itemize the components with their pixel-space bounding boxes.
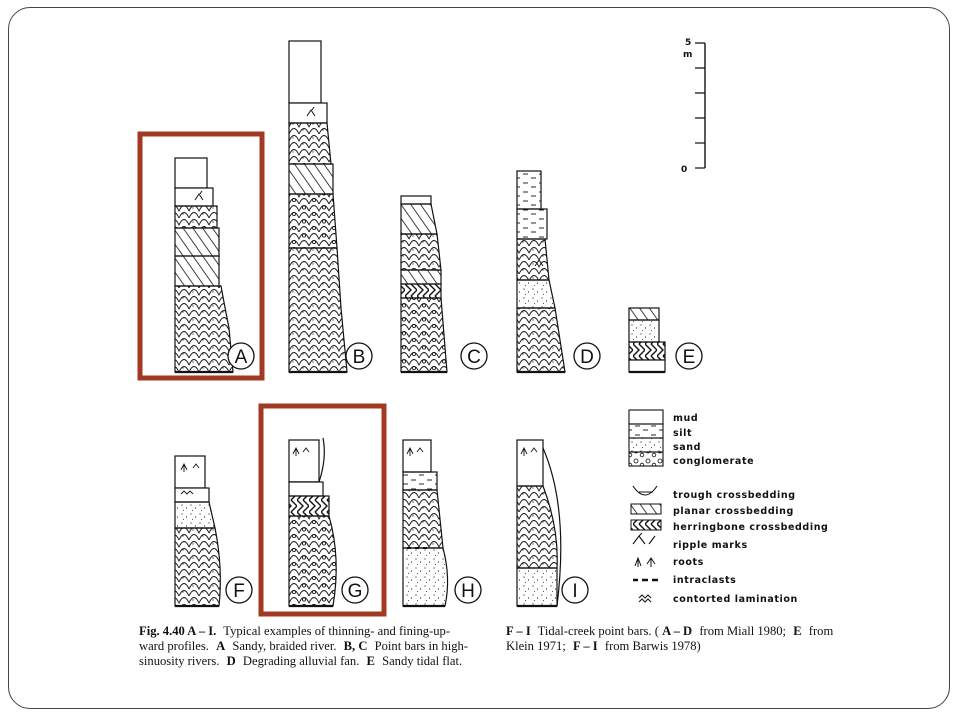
- scale-bar: 5 m 0: [681, 38, 706, 175]
- profile-label-f: F: [233, 581, 245, 602]
- legend-herringbone: herringbone crossbedding: [673, 522, 828, 533]
- legend-roots: roots: [673, 557, 704, 568]
- ripple-icon: [632, 532, 656, 545]
- legend-planar: planar crossbedding: [673, 506, 794, 517]
- caption-left-line-3: sinuosity rivers. D Degrading alluvial f…: [139, 654, 462, 668]
- scale-unit-label: m: [683, 50, 692, 60]
- legend-ripple: ripple marks: [673, 540, 748, 551]
- profile-label-i: I: [572, 581, 577, 602]
- caption-left-line-1: Fig. 4.40 A – I. Typical examples of thi…: [139, 624, 450, 638]
- roots-icon: [634, 556, 656, 567]
- legend-intraclasts: intraclasts: [673, 575, 736, 586]
- scale-bottom-label: 0: [681, 165, 687, 175]
- profile-label-a-group: A: [227, 342, 255, 370]
- trough-icon: [632, 485, 658, 496]
- slide-frame: A B C D: [8, 7, 950, 709]
- legend-conglomerate: conglomerate: [673, 456, 754, 467]
- profile-column-a: [174, 157, 234, 374]
- contorted-icon: [638, 594, 652, 603]
- legend-contorted: contorted lamination: [673, 594, 798, 605]
- legend-mud: mud: [673, 413, 698, 424]
- figure-caption: Fig. 4.40 A – I. Typical examples of thi…: [139, 624, 833, 668]
- highlight-box-a: [137, 131, 265, 381]
- profile-column-c: [400, 195, 448, 374]
- planar-icon: [630, 503, 662, 515]
- profile-label-h-group: H: [454, 576, 482, 604]
- profile-label-b-group: B: [345, 342, 373, 370]
- scale-top-label: 5: [685, 38, 691, 48]
- profile-column-g: [288, 437, 337, 608]
- caption-right-line-1: F – I Tidal-creek point bars. ( A – D fr…: [506, 624, 833, 638]
- profile-column-b: [288, 40, 348, 374]
- profile-column-h: [402, 439, 449, 608]
- profile-label-g-group: G: [341, 576, 369, 604]
- legend: mud silt sand conglomerate trough crossb…: [628, 409, 828, 605]
- profile-label-c-group: C: [460, 342, 488, 370]
- legend-trough: trough crossbedding: [673, 490, 796, 501]
- profile-label-b: B: [353, 347, 366, 368]
- profile-label-e-group: E: [675, 342, 703, 370]
- caption-left-line-2: ward profiles. A Sandy, braided river. B…: [139, 639, 468, 653]
- profile-column-e: [628, 307, 666, 374]
- sedimentary-profiles-figure: A B C D: [137, 38, 833, 668]
- herringbone-icon: [630, 519, 662, 531]
- profile-column-d: [516, 170, 566, 374]
- profile-label-d-group: D: [573, 342, 601, 370]
- profile-label-e: E: [683, 347, 696, 368]
- profile-label-i-group: I: [561, 576, 589, 604]
- legend-silt: silt: [673, 428, 692, 439]
- caption-right-line-2: Klein 1971; F – I from Barwis 1978): [506, 639, 701, 653]
- profile-label-a: A: [235, 347, 248, 368]
- legend-sand: sand: [673, 442, 701, 453]
- profile-column-f: [174, 455, 221, 608]
- highlight-box-g: [258, 403, 387, 617]
- profile-label-h: H: [461, 581, 475, 602]
- profile-label-g: G: [348, 581, 363, 602]
- profile-label-d: D: [580, 347, 594, 368]
- profile-label-c: C: [467, 347, 481, 368]
- profile-label-f-group: F: [225, 576, 253, 604]
- profile-column-i: [516, 439, 562, 608]
